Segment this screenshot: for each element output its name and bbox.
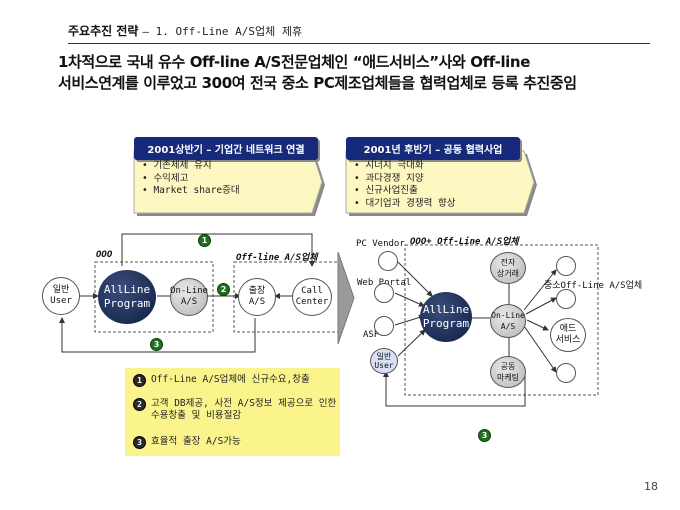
header-divider (68, 43, 650, 44)
joint-marketing-node: 공동 마케팅 (490, 356, 526, 388)
right-box-list: • 시너지 극대화 • 과다경쟁 지양 • 신규사업진출 • 대기업과 경쟁력 … (354, 160, 456, 210)
note-number: 1 (133, 374, 146, 387)
note-text: 고객 DB제공, 사전 A/S정보 제공으로 인한 수용창출 및 비용절감 (151, 398, 337, 421)
left-box-item: • 수익제고 (142, 172, 189, 184)
add-service-node: 애드 서비스 (550, 318, 586, 352)
section-header: 주요추진 전략– 1. Off-Line A/S업체 제휴 (68, 22, 302, 39)
left-box-title: 2001상반기 – 기업간 네트워크 연결 (134, 137, 318, 160)
section-label: 주요추진 전략 (68, 24, 139, 38)
note-text: 효율적 출장 A/S가능 (151, 436, 241, 447)
sme-offline-label: 중소Off-Line A/S업체 (544, 281, 643, 291)
online-as-node: On-Line A/S (170, 278, 208, 316)
sme-node-3 (556, 363, 576, 383)
right-user-node: 일반 User (370, 348, 398, 374)
right-allline-program-node: AllLine Program (420, 292, 472, 342)
note-number: 3 (133, 436, 146, 449)
ecommerce-node: 전자 상거래 (490, 252, 526, 284)
step-2-badge: 2 (217, 283, 230, 296)
note-row: 2 고객 DB제공, 사전 A/S정보 제공으로 인한 수용창출 및 비용절감 (133, 398, 336, 422)
title-line-2: 서비스연계를 이루었고 300여 전국 중소 PC제조업체들을 협력업체로 등록… (58, 74, 577, 92)
left-group-label: OOO (96, 250, 113, 260)
note-row: 1 Off-Line A/S업체에 신규수요,창출 (133, 374, 310, 387)
offline-label: Off-line A/S업체 (236, 253, 318, 263)
left-box-item: • 기존체제 유지 (142, 160, 212, 171)
page-number: 18 (644, 480, 658, 493)
right-online-as-node: On-Line A/S (490, 304, 526, 338)
note-row: 3 효율적 출장 A/S가능 (133, 436, 241, 449)
title-line-1: 1차적으로 국내 유수 Off-line A/S전문업체인 “애드서비스”사와 … (58, 53, 530, 71)
right-box-item: • 과다경쟁 지양 (354, 172, 424, 184)
asp-label: ASP (363, 330, 380, 340)
right-box-item: • 신규사업진출 (354, 185, 418, 196)
right-box-title: 2001년 후반기 – 공동 협력사업 (346, 137, 520, 160)
right-step-3-badge: 3 (478, 429, 491, 442)
pc-vendor-label: PC Vendor (356, 239, 405, 249)
section-subtitle: – 1. Off-Line A/S업체 제휴 (142, 25, 303, 38)
left-box-item: • Market share증대 (142, 185, 240, 196)
step-3-badge: 3 (150, 338, 163, 351)
sme-node-2 (556, 289, 576, 309)
right-box-item: • 대기업과 경쟁력 향상 (354, 197, 456, 209)
note-text: Off-Line A/S업체에 신규수요,창출 (151, 374, 310, 385)
asp-node (374, 316, 394, 336)
sme-node-1 (556, 256, 576, 276)
pc-vendor-node (378, 251, 398, 271)
notes-box: 1 Off-Line A/S업체에 신규수요,창출 2 고객 DB제공, 사전 … (125, 368, 340, 456)
user-node: 일반 User (42, 277, 80, 315)
note-number: 2 (133, 398, 146, 411)
right-box-item: • 시너지 극대화 (354, 160, 424, 171)
left-box-list: • 기존체제 유지 • 수익제고 • Market share증대 (142, 160, 240, 198)
onsite-as-node: 출장 A/S (238, 278, 276, 316)
right-group-label: OOO+ Off-Line A/S업체 (410, 237, 519, 247)
step-1-badge: 1 (198, 234, 211, 247)
call-center-node: Call Center (292, 278, 332, 316)
page-title: 1차적으로 국내 유수 Off-line A/S전문업체인 “애드서비스”사와 … (58, 52, 658, 94)
allline-program-node: AllLine Program (98, 270, 156, 324)
web-portal-node (374, 283, 394, 303)
